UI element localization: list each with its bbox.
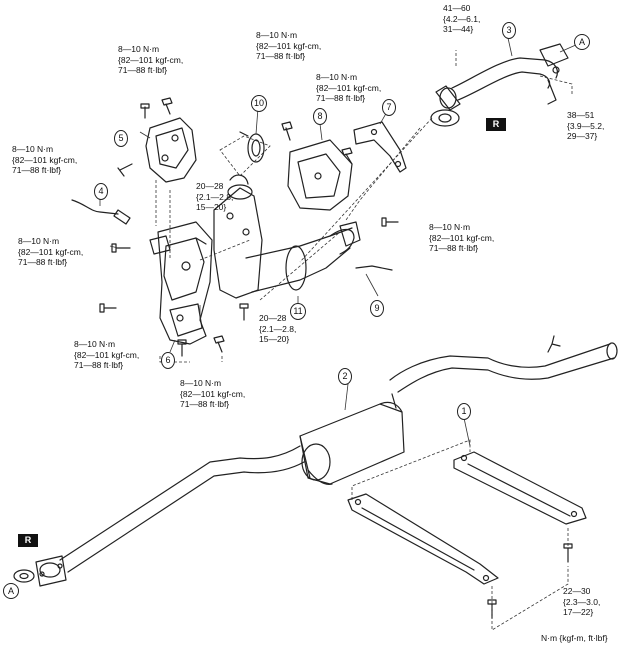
callout-part-1: 1 [457,403,471,420]
reference-mark-a: A [574,34,590,50]
sensor-part-9 [355,265,393,271]
bolt-icon [213,335,225,353]
callout-part-6: 6 [161,352,175,369]
callout-part-8: 8 [313,108,327,125]
torque-spec: 8—10 N·m {82—101 kgf-cm, 71—88 ft·lbf} [180,378,246,409]
front-pipe-part-3 [435,43,569,111]
bolt-icon [341,147,353,165]
callout-part-10: 10 [251,95,267,112]
callout-part-9: 9 [370,300,384,317]
callout-part-5: 5 [114,130,128,147]
torque-spec: 8—10 N·m {82—101 kgf-cm, 71—88 ft·lbf} [316,72,382,103]
torque-spec: 8—10 N·m {82—101 kgf-cm, 71—88 ft·lbf} [256,30,322,61]
bolt-icon [161,97,173,115]
r-mark: R [18,534,38,547]
bolt-icon [381,217,399,227]
heat-insulator-part-8 [287,139,353,211]
torque-spec: 8—10 N·m {82—101 kgf-cm, 71—88 ft·lbf} [429,222,495,253]
gasket-bottom [13,569,35,583]
torque-spec: 22—30 {2.3—3.0, 17—22} [563,586,601,617]
r-mark: R [486,118,506,131]
bolt-icon [177,339,187,357]
clamp-part-10 [239,131,265,163]
main-silencer-part-2 [35,335,618,587]
units-note: N·m {kgf-m, ft·lbf} [541,633,608,643]
bolt-icon [111,243,131,253]
reference-mark-a: A [3,583,19,599]
bolt-icon [563,543,573,563]
torque-spec: 8—10 N·m {82—101 kgf-cm, 71—88 ft·lbf} [118,44,184,75]
torque-spec: 38—51 {3.9—5.2, 29—37} [567,110,605,141]
heat-insulator-part-5 [145,117,197,183]
bolt-icon [239,303,249,321]
catalytic-converter-part-6 [149,221,213,345]
bolt-icon [281,121,293,141]
torque-spec: 20—28 {2.1—2.8, 15—20} [259,313,297,344]
torque-spec: 8—10 N·m {82—101 kgf-cm, 71—88 ft·lbf} [12,144,78,175]
catalytic-converter-part-11 [213,174,361,299]
brace-part-1 [347,451,587,585]
torque-spec: 20—28 {2.1—2.8, 15—20} [196,181,234,212]
bolt-icon [140,103,150,119]
bolt-icon [195,237,207,245]
gasket-top [430,109,460,127]
bolt-icon [117,163,133,177]
callout-part-4: 4 [94,183,108,200]
torque-spec: 41—60 {4.2—6.1, 31—44} [443,3,481,34]
torque-spec: 8—10 N·m {82—101 kgf-cm, 71—88 ft·lbf} [18,236,84,267]
callout-part-2: 2 [338,368,352,385]
bracket-part-7 [353,121,407,173]
bolt-icon [99,303,117,313]
callout-part-7: 7 [382,99,396,116]
callout-part-3: 3 [502,22,516,39]
callout-part-11: 11 [290,303,306,320]
sensor-part-4 [71,199,131,225]
torque-spec: 8—10 N·m {82—101 kgf-cm, 71—88 ft·lbf} [74,339,140,370]
